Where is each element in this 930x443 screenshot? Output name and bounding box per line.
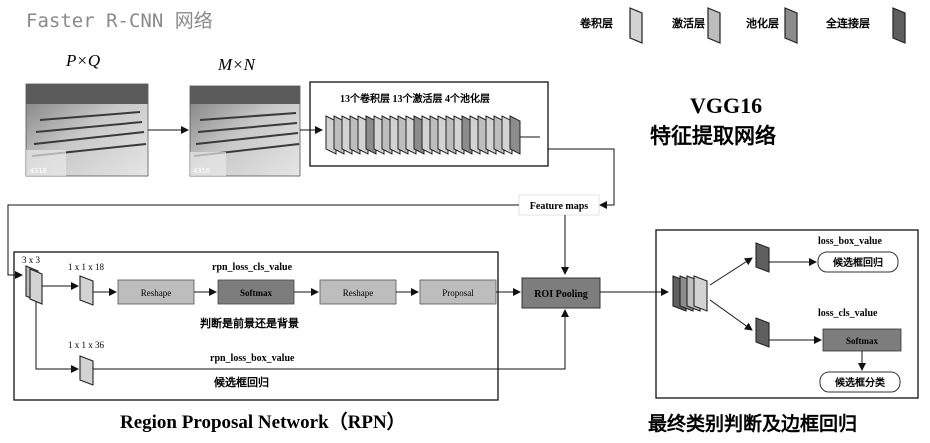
legend: 卷积层 激活层 池化层 全连接层	[579, 8, 905, 43]
final-box-fc-layer	[756, 243, 769, 272]
legend-label-pool: 池化层	[746, 16, 779, 30]
final-title: 最终类别判断及边框回归	[648, 412, 857, 435]
legend-swatch-relu	[708, 8, 720, 43]
arrow-box-to-roi	[93, 310, 565, 369]
rpn-conv-cls-layer	[80, 276, 93, 305]
legend-label-fc: 全连接层	[825, 16, 870, 30]
rpn-softmax-label: Softmax	[240, 288, 272, 298]
rpn-conv3-layers	[26, 266, 42, 304]
rpn-loss-cls-label: rpn_loss_cls_value	[212, 262, 293, 273]
rpn-proposal-label: Proposal	[442, 288, 474, 298]
label-mn: M×N	[217, 55, 257, 74]
feature-maps-label: Feature maps	[530, 201, 589, 212]
rpn-conv3-label: 3 x 3	[22, 255, 41, 265]
legend-swatch-conv	[630, 8, 642, 43]
legend-label-conv: 卷积层	[579, 16, 613, 30]
rpn-conv-cls-label: 1 x 1 x 18	[68, 262, 105, 272]
arrow-fc-to-cls-branch	[710, 300, 752, 330]
final-softmax-label: Softmax	[846, 336, 878, 346]
arrow-fc-to-box-branch	[710, 258, 752, 285]
vgg-subtitle: 特征提取网络	[650, 124, 776, 148]
rpn-reshape2-label: Reshape	[343, 288, 374, 298]
vgg-layer-stack	[326, 116, 540, 154]
final-loss-cls-label: loss_cls_value	[818, 308, 878, 319]
rpn-cls-caption: 判断是前景还是背景	[200, 316, 299, 330]
final-cls-output-label: 候选框分类	[835, 376, 885, 389]
input-image-original: 4310	[26, 84, 148, 176]
input-image-resized: 4310	[190, 86, 300, 176]
rpn-reshape1-label: Reshape	[141, 288, 172, 298]
vgg-layer-plate	[510, 116, 520, 154]
frame-number-2: 4310	[193, 167, 210, 175]
arrow-conv3-to-box	[36, 302, 78, 369]
final-loss-box-label: loss_box_value	[818, 236, 882, 247]
rpn-box-caption: 候选框回归	[214, 375, 269, 389]
rpn-conv-box-label: 1 x 1 x 36	[68, 340, 105, 350]
label-pq: P×Q	[65, 51, 100, 70]
vgg-layers-caption: 13个卷积层 13个激活层 4个池化层	[340, 92, 490, 105]
diagram-title: Faster R-CNN 网络	[26, 10, 213, 32]
final-box-output-label: 候选框回归	[833, 256, 883, 269]
vgg-name: VGG16	[690, 93, 762, 118]
rpn-loss-box-label: rpn_loss_box_value	[210, 353, 295, 364]
rpn-title: Region Proposal Network（RPN）	[120, 410, 406, 433]
final-fc-stack	[673, 276, 707, 311]
legend-label-relu: 激活层	[672, 16, 705, 30]
legend-swatch-pool	[785, 8, 797, 43]
rpn-conv-box-layer	[80, 356, 93, 385]
legend-swatch-fc	[893, 8, 905, 43]
frame-number-1: 4310	[30, 167, 47, 175]
final-cls-fc-layer	[756, 318, 769, 347]
roi-pooling-label: ROI Pooling	[534, 289, 588, 300]
